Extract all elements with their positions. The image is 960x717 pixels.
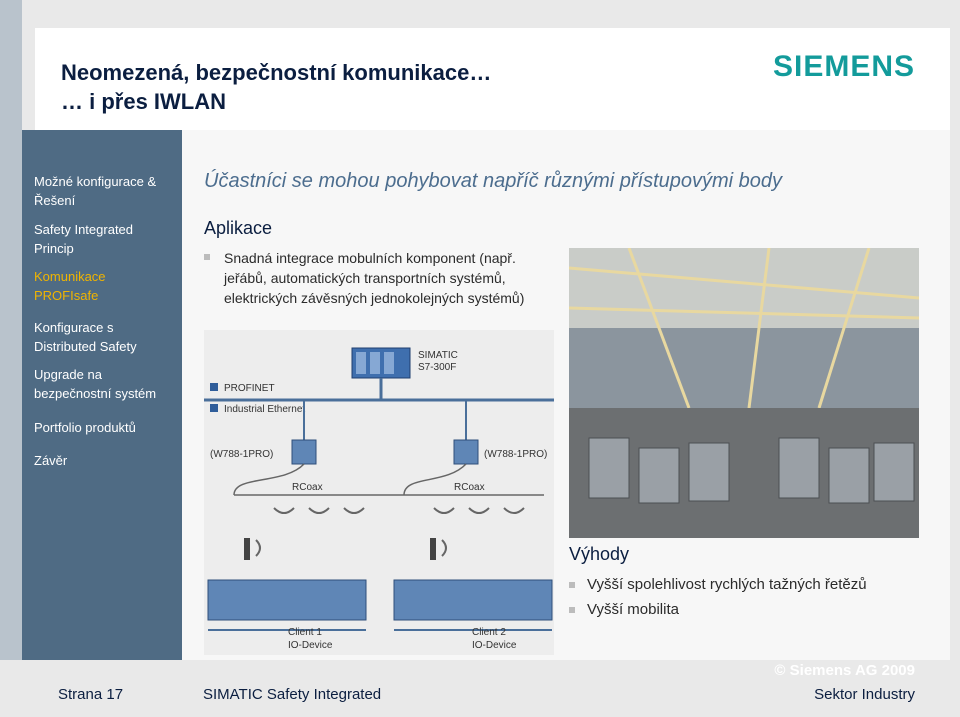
sidebar-item-portfolio[interactable]: Portfolio produktů <box>34 418 136 437</box>
section-heading: Aplikace <box>204 218 273 238</box>
photo-beam <box>817 248 871 409</box>
network-diagram: SIMATIC S7-300F PROFINET Industrial Ethe… <box>204 330 554 655</box>
client-antenna-right <box>430 538 436 560</box>
client-antenna-left <box>244 538 250 560</box>
advantages-heading: Výhody <box>569 544 630 564</box>
factory-photo-svg <box>569 248 919 538</box>
left-strip <box>0 0 22 717</box>
radio-wave-icon <box>308 507 330 514</box>
bullet-text: Snadná integrace mobulních komponent (na… <box>224 250 525 306</box>
sidebar-item-label: Konfigurace s <box>34 320 114 335</box>
footer-sector: Sektor Industry <box>814 686 915 703</box>
bullet-square-icon <box>204 254 210 260</box>
title-line-1: Neomezená, bezpečnostní komunikace… <box>61 60 492 85</box>
plc-module <box>384 352 394 374</box>
sidebar-item-konfigurace[interactable]: Možné konfigurace & Řešení <box>34 172 156 210</box>
sidebar-item-label: Závěr <box>34 453 68 468</box>
plc-label: SIMATIC S7-300F <box>418 350 461 373</box>
radio-wave-icon <box>343 507 365 514</box>
legend-marker <box>210 404 218 412</box>
title-bar: Neomezená, bezpečnostní komunikace… … i … <box>35 28 950 130</box>
sidebar-item-label: Princip <box>34 241 74 256</box>
sidebar-item-label: Distributed Safety <box>34 339 137 354</box>
sidebar-item-komunikace[interactable]: Komunikace PROFIsafe <box>34 267 106 305</box>
plc-label-line: S7-300F <box>418 362 456 373</box>
photo-cart <box>873 442 915 502</box>
ap-label-left: (W788-1PRO) <box>210 449 273 460</box>
sidebar-item-label: PROFIsafe <box>34 288 99 303</box>
photo-cart <box>638 447 680 504</box>
sidebar-item-label: Řešení <box>34 193 76 208</box>
sidebar-item-distributed-safety[interactable]: Konfigurace s Distributed Safety <box>34 318 137 356</box>
sidebar-item-label: bezpečnostní systém <box>34 386 157 401</box>
sidebar-item-label: Možné konfigurace & <box>34 174 157 189</box>
slide-title: Neomezená, bezpečnostní komunikace… … i … <box>61 58 491 116</box>
footer-copyright: © Siemens AG 2009 <box>774 662 915 679</box>
footer-product: SIMATIC Safety Integrated <box>203 686 382 703</box>
client-2-sublabel: IO-Device <box>472 640 517 651</box>
siemens-logo: SIEMENS <box>772 50 915 83</box>
factory-photo <box>569 248 919 538</box>
radio-wave-icon <box>433 507 455 514</box>
rcoax-cable-left <box>233 463 305 496</box>
advantage-text: Vyšší mobilita <box>587 601 679 618</box>
footer: Strana 17 SIMATIC Safety Integrated © Si… <box>0 660 960 717</box>
photo-cart <box>588 437 630 499</box>
client-1-device <box>207 579 367 621</box>
photo-beam <box>747 248 771 409</box>
photo-ceiling <box>569 248 919 328</box>
sidebar-item-safety-integrated[interactable]: Safety Integrated Princip <box>34 220 133 258</box>
client-1-label: Client 1 <box>288 627 322 638</box>
radio-wave-icon <box>255 539 261 557</box>
plc-module <box>370 352 380 374</box>
photo-beam <box>569 266 919 300</box>
photo-cart <box>778 437 820 499</box>
plc-module <box>356 352 366 374</box>
title-line-2: … i přes IWLAN <box>61 89 227 114</box>
rcoax-cable-right <box>403 463 467 496</box>
sidebar-nav: Možné konfigurace & Řešení Safety Integr… <box>22 130 182 660</box>
client-2-device <box>393 579 553 621</box>
legend-marker <box>210 383 218 391</box>
radio-wave-icon <box>441 539 447 557</box>
rcoax-label-right: RCoax <box>454 482 485 493</box>
photo-cart <box>828 447 870 504</box>
access-point-left <box>291 439 317 465</box>
bullet-square-icon <box>569 607 575 613</box>
client-1-sublabel: IO-Device <box>288 640 333 651</box>
network-diagram-svg: SIMATIC S7-300F PROFINET Industrial Ethe… <box>204 347 554 651</box>
radio-wave-icon <box>468 507 490 514</box>
access-point-right <box>453 439 479 465</box>
slide-headline: Účastníci se mohou pohybovat napříč různ… <box>204 170 783 192</box>
photo-cart <box>688 442 730 502</box>
bullet-square-icon <box>569 582 575 588</box>
sidebar-item-label: Safety Integrated <box>34 222 134 237</box>
legend-profinet: PROFINET <box>224 383 275 394</box>
sidebar-item-label: Portfolio produktů <box>34 420 136 435</box>
sidebar-item-upgrade[interactable]: Upgrade na bezpečnostní systém <box>34 365 156 403</box>
plc-label-line: SIMATIC <box>418 350 458 361</box>
rcoax-label-left: RCoax <box>292 482 323 493</box>
main-content: Účastníci se mohou pohybovat napříč různ… <box>182 130 950 660</box>
legend-industrial-ethernet: Industrial Ethernet <box>224 404 305 415</box>
ap-label-right: (W788-1PRO) <box>484 449 547 460</box>
advantage-text: Vyšší spolehlivost rychlých tažných řetě… <box>587 576 867 593</box>
sidebar-item-label: Upgrade na <box>34 367 102 382</box>
sidebar-item-label: Komunikace <box>34 269 106 284</box>
radio-wave-icon <box>273 507 295 514</box>
client-2-label: Client 2 <box>472 627 506 638</box>
radio-wave-icon <box>503 507 525 514</box>
sidebar-item-zaver[interactable]: Závěr <box>34 451 67 470</box>
photo-beam <box>627 248 691 409</box>
page-number: Strana 17 <box>58 686 124 703</box>
photo-beam <box>569 306 919 320</box>
